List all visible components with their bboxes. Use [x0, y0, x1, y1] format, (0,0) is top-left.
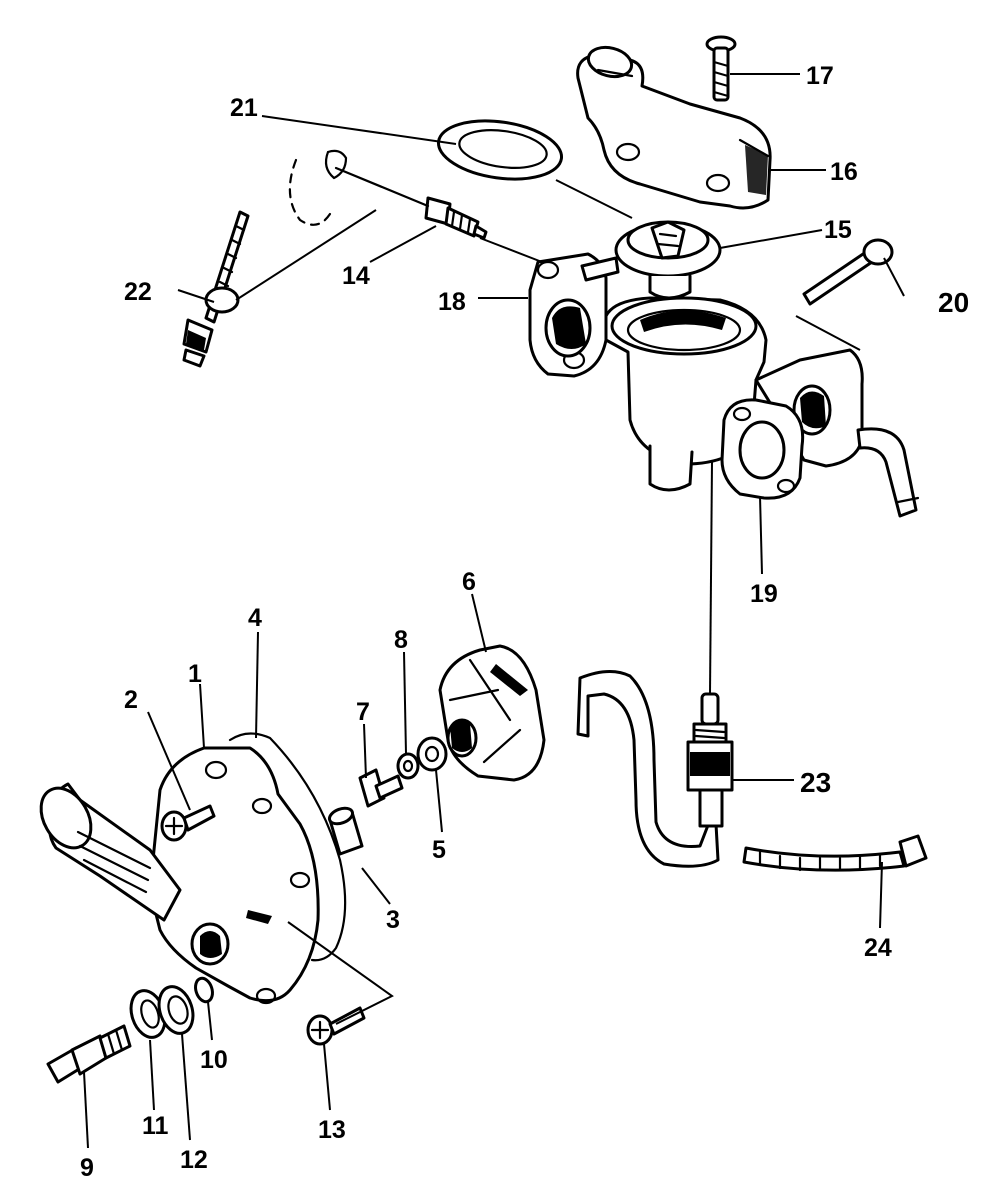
part-7-bolt — [358, 768, 404, 808]
callout-10: 10 — [200, 1046, 228, 1074]
part-12-washer — [157, 985, 195, 1035]
part-4-o-ring — [228, 732, 347, 962]
part-1-pump-cover — [39, 746, 320, 1005]
callout-11: 11 — [142, 1112, 169, 1140]
callout-4: 4 — [248, 604, 262, 632]
leader-lines — [83, 73, 905, 1149]
part-23-temperature-sensor — [576, 670, 734, 868]
part-14-temperature-sender — [324, 149, 488, 240]
callout-18: 18 — [438, 288, 466, 316]
part-20-long-bolt — [802, 238, 894, 306]
callout-6: 6 — [462, 568, 476, 596]
callout-15: 15 — [824, 216, 852, 244]
part-5-washer — [416, 736, 448, 772]
part-6-impeller — [438, 644, 546, 782]
part-21-seal-ring — [436, 119, 564, 181]
callout-9: 9 — [80, 1154, 94, 1182]
part-22-cable-tie — [182, 210, 250, 368]
callout-8: 8 — [394, 626, 408, 654]
callout-16: 16 — [830, 158, 858, 186]
callout-17: 17 — [806, 62, 834, 90]
callout-5: 5 — [432, 836, 446, 864]
part-2-screw — [160, 804, 216, 842]
callout-12: 12 — [180, 1146, 208, 1174]
part-24-strap — [742, 834, 928, 872]
part-3-spacer — [327, 806, 364, 856]
callout-20: 20 — [938, 287, 969, 318]
callout-1: 1 — [188, 660, 202, 688]
callout-19: 19 — [750, 580, 778, 608]
callout-21: 21 — [230, 94, 258, 122]
callout-24: 24 — [864, 934, 892, 962]
callout-22: 22 — [124, 278, 152, 306]
part-17-bolt — [705, 35, 737, 102]
part-8-washer — [396, 752, 420, 780]
callout-labels: 1 2 3 4 5 6 7 8 9 10 11 12 13 14 15 16 1… — [80, 62, 969, 1182]
callout-2: 2 — [124, 686, 138, 714]
part-15-thermostat — [614, 220, 722, 300]
part-10-washer — [194, 976, 214, 1004]
part-9-drain-bolt — [46, 1024, 132, 1084]
part-19-gasket — [720, 398, 805, 500]
callout-3: 3 — [386, 906, 400, 934]
part-16-thermostat-cover — [576, 45, 772, 210]
callout-13: 13 — [318, 1116, 346, 1144]
callout-23: 23 — [800, 767, 831, 798]
callout-7: 7 — [356, 698, 370, 726]
callout-14: 14 — [342, 262, 370, 290]
part-11-washer — [129, 989, 167, 1039]
